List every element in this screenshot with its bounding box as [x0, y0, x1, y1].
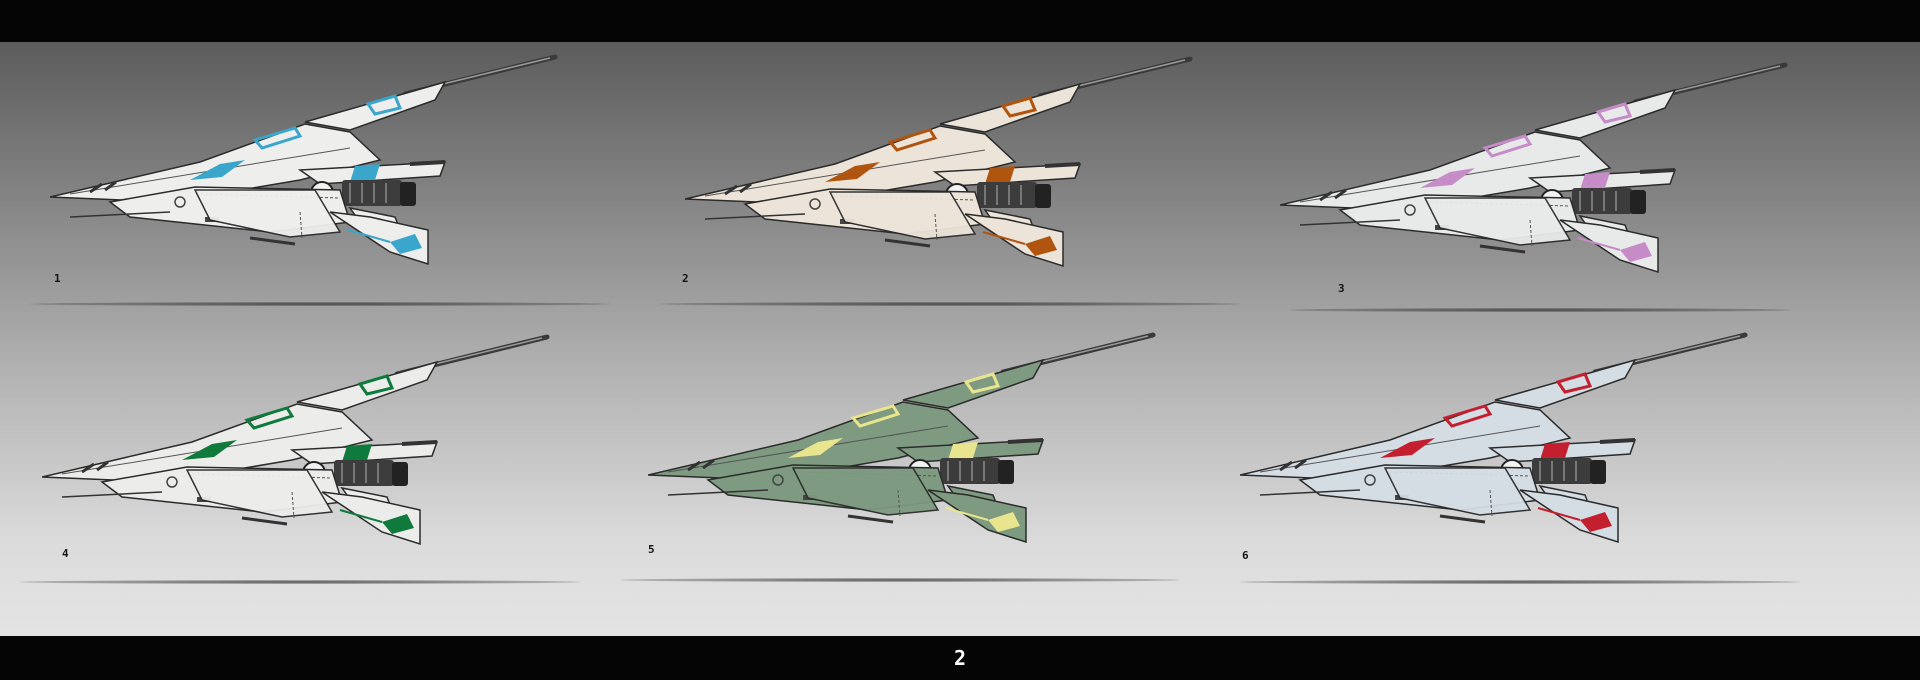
- ground-line: [30, 302, 610, 306]
- bottom-letterbox-bar: [0, 636, 1920, 680]
- variant-label-5: 5: [648, 543, 655, 556]
- ship-variant-4: [42, 332, 562, 552]
- ground-line: [620, 578, 1180, 582]
- ship-variant-6: [1240, 330, 1760, 550]
- ship-variant-3: [1280, 60, 1800, 280]
- ground-line: [1240, 580, 1800, 584]
- ship-variant-1: [50, 52, 570, 272]
- variant-label-1: 1: [54, 272, 61, 285]
- variant-label-6: 6: [1242, 549, 1249, 562]
- page-number: 2: [953, 646, 967, 670]
- variant-label-4: 4: [62, 547, 69, 560]
- ground-line: [660, 302, 1240, 306]
- concept-sheet: 1 2 3 4 5 6: [0, 42, 1920, 636]
- top-letterbox-bar: [0, 0, 1920, 42]
- variant-label-2: 2: [682, 272, 689, 285]
- ship-variant-5: [648, 330, 1168, 550]
- ground-line: [20, 580, 580, 584]
- ship-variant-2: [685, 54, 1205, 274]
- variant-label-3: 3: [1338, 282, 1345, 295]
- ground-line: [1290, 308, 1790, 312]
